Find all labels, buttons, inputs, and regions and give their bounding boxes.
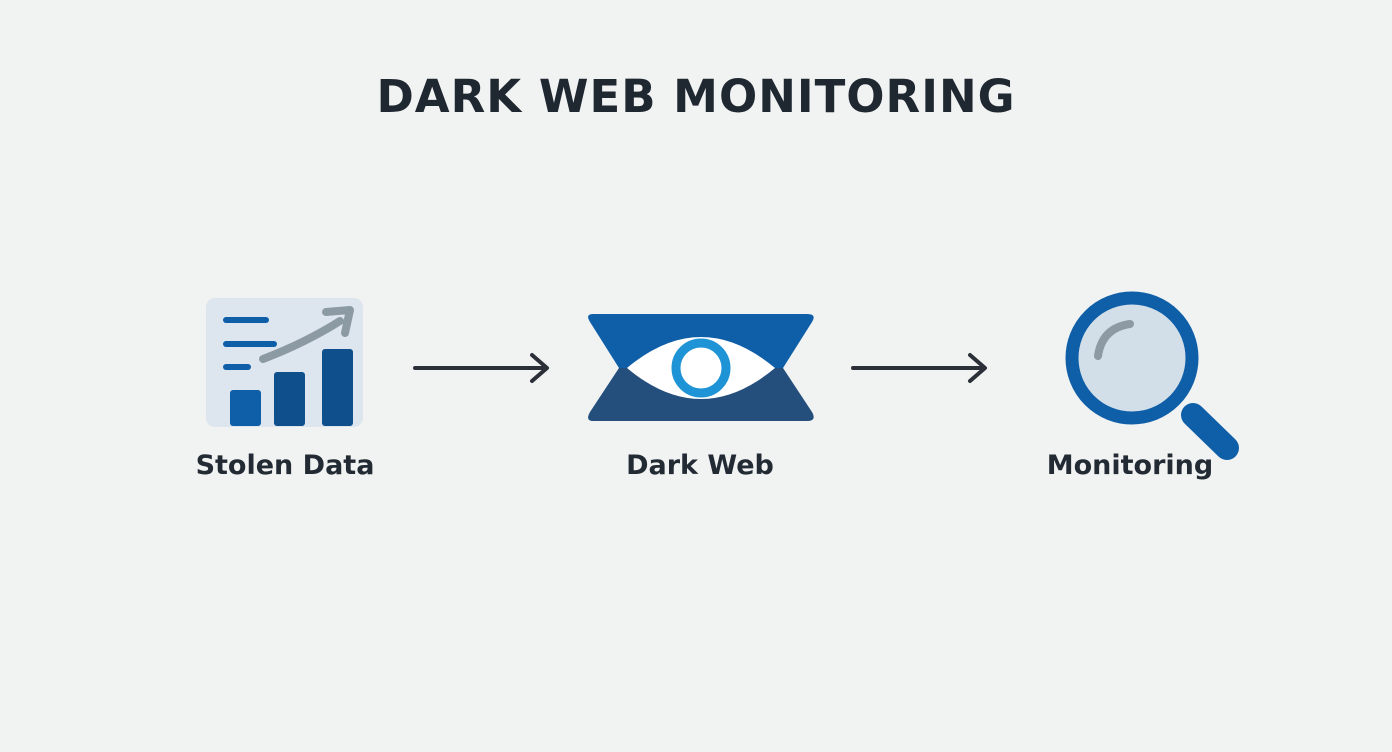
magnifier-icon xyxy=(1065,291,1239,460)
eye-icon xyxy=(588,314,814,421)
arrow-dark-web-to-monitoring xyxy=(851,353,987,383)
diagram-title: DARK WEB MONITORING xyxy=(376,70,1016,123)
node-label-stolen-data: Stolen Data xyxy=(195,450,375,481)
chart-icon xyxy=(206,298,363,427)
arrow-stolen-data-to-dark-web xyxy=(413,353,549,383)
node-label-monitoring: Monitoring xyxy=(1046,450,1214,481)
node-label-dark-web: Dark Web xyxy=(626,450,774,481)
